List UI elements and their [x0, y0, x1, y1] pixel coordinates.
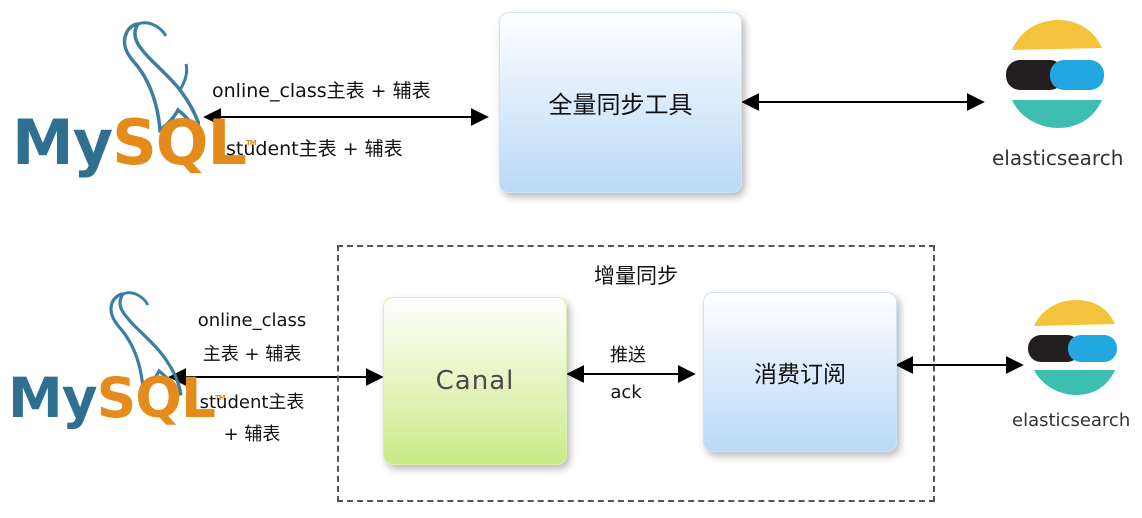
elasticsearch-label-top: elasticsearch [992, 146, 1124, 170]
canal-label: Canal [435, 366, 515, 396]
mysql-tm-text: TM [246, 139, 257, 147]
mysql-my-text: My [8, 366, 98, 430]
bottom-link-label-1b: 主表 + 辅表 [202, 344, 302, 365]
top-link-label-1: online_class主表 + 辅表 [212, 80, 431, 102]
dolphin-icon [109, 291, 183, 396]
dolphin-icon [122, 21, 200, 139]
mysql-logo-bottom: MySQLTM [8, 282, 226, 432]
incremental-sync-title: 增量同步 [594, 264, 678, 288]
canal-box: Canal [383, 297, 567, 465]
consumer-box: 消费订阅 [703, 292, 897, 452]
mysql-sql-text: SQL [96, 366, 216, 430]
elasticsearch-label-bottom: elasticsearch [1012, 410, 1131, 431]
consumer-label: 消费订阅 [754, 362, 846, 388]
elasticsearch-icon [1006, 20, 1104, 128]
elasticsearch-logo-top: elasticsearch [990, 18, 1135, 178]
full-sync-tool-label: 全量同步工具 [548, 91, 693, 119]
full-sync-tool-box: 全量同步工具 [499, 12, 742, 193]
elasticsearch-logo-bottom: elasticsearch [1010, 298, 1140, 438]
bottom-link-label-2a: student主表 [199, 392, 305, 413]
ack-label: ack [610, 382, 642, 403]
incremental-sync-group [337, 245, 935, 502]
mysql-sql-text: SQL [112, 106, 247, 179]
top-link-label-2: student主表 + 辅表 [226, 138, 403, 160]
mysql-tm-text: TM [215, 394, 226, 402]
bottom-link-label-1a: online_class [197, 310, 307, 331]
elasticsearch-icon [1028, 300, 1117, 395]
push-label: 推送 [610, 345, 646, 366]
mysql-logo-top: MySQLTM [10, 10, 257, 185]
mysql-my-text: My [12, 106, 113, 179]
bottom-link-label-2b: + 辅表 [223, 424, 281, 445]
